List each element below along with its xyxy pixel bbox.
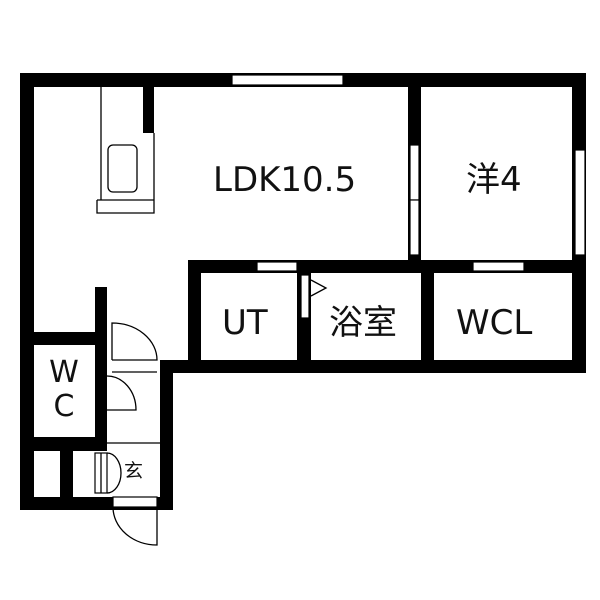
bath-door-triangle [310,279,328,297]
room-label-ldk: LDK10.5 [213,160,357,200]
sliding-door-2 [409,199,420,256]
room-label-entrance: 玄 [124,460,144,482]
wc-right-wall [95,287,107,451]
bath-wcl-wall [421,273,434,363]
window-ldk [231,74,344,86]
kitchen-wall [143,87,154,133]
window-western [574,149,586,256]
wc-label-line2: C [53,389,75,424]
sink-icon [107,144,138,193]
room-label-wcl: WCL [456,303,533,343]
room-label-ut: UT [222,303,268,343]
storage-divider [60,451,73,501]
entrance-door-frame [112,496,158,508]
lower-wall [160,360,586,373]
wc-label-line1: W [49,355,79,390]
room-label-wc: W C [44,356,84,424]
bath-door [300,274,310,319]
room-label-bathroom: 浴室 [329,303,397,343]
wc-bottom-wall [20,437,107,451]
kitchen-counter [96,87,155,214]
wc-door-swing [106,375,137,411]
fixtures [96,87,328,546]
mid-wall [188,260,586,273]
wc-top-wall [20,332,107,345]
wcl-opening [472,261,525,272]
left-wall [20,73,34,510]
shoe-box-door [100,452,122,494]
ut-left-wall [188,260,201,373]
entrance-right-wall [160,360,173,510]
entrance-door-swing [112,506,158,546]
ut-opening [256,261,298,272]
corridor-door-swing [111,322,158,373]
sliding-door-1 [409,144,420,201]
room-label-western: 洋4 [466,160,522,200]
